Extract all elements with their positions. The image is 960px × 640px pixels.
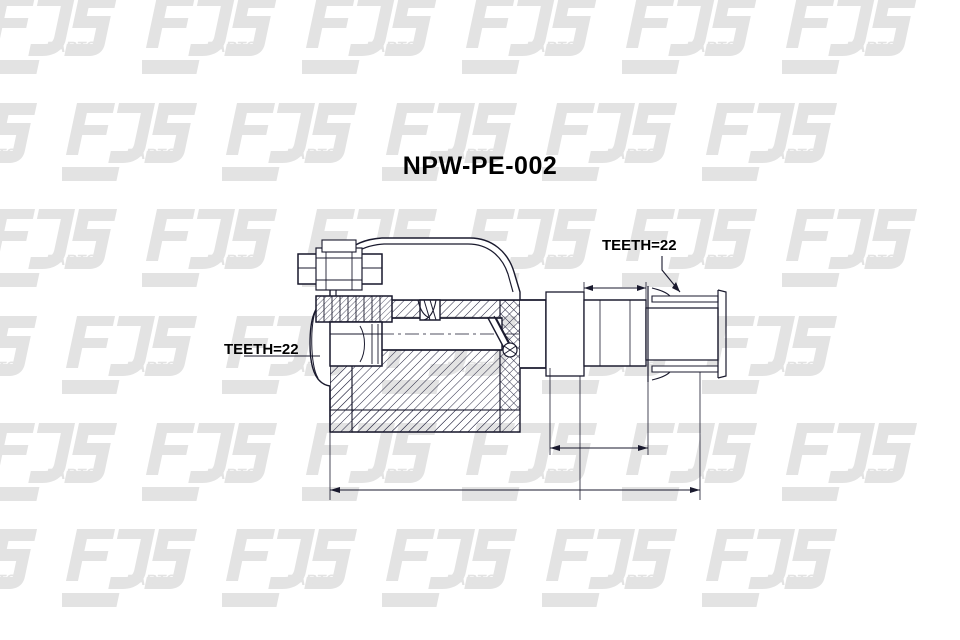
teeth-label-left: TEETH=22 xyxy=(224,341,299,358)
part-number-title: NPW-PE-002 xyxy=(402,152,558,180)
teeth-label-right: TEETH=22 xyxy=(602,237,677,254)
